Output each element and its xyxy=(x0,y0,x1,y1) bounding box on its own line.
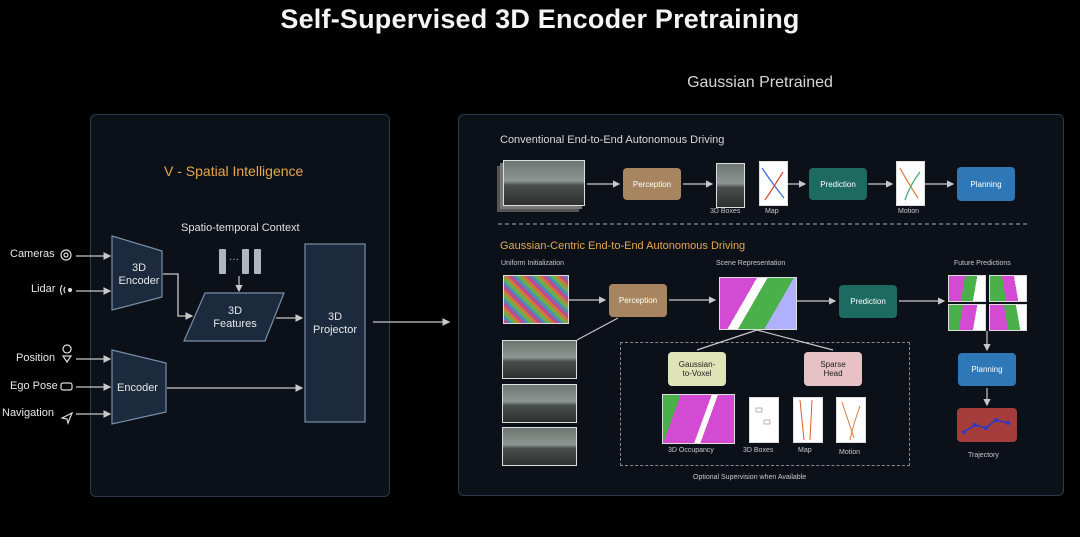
encoder-3d-shape xyxy=(111,235,163,311)
features-3d-shape xyxy=(183,292,285,342)
sparse-motion-label: Motion xyxy=(839,449,861,456)
future-pred-image-2 xyxy=(989,275,1027,302)
conventional-prediction-node: Prediction xyxy=(809,168,867,200)
lidar-icon xyxy=(59,284,73,296)
page-title: Self-Supervised 3D Encoder Pretraining xyxy=(280,4,800,34)
conventional-perception-node: Perception xyxy=(623,168,681,200)
trajectory-label: Trajectory xyxy=(968,452,999,459)
camera-image-3 xyxy=(502,427,577,466)
input-ego-pose: Ego Pose xyxy=(10,380,58,392)
encoder-3d-label: 3D Encoder xyxy=(118,262,160,287)
projector-3d-shape xyxy=(304,243,366,423)
gaussian-prediction-node: Prediction xyxy=(839,285,897,318)
encoder-shape xyxy=(111,349,167,425)
future-pred-image-1 xyxy=(948,275,986,302)
uniform-init-image xyxy=(503,275,569,324)
gaussian-heading: Gaussian-Centric End-to-End Autonomous D… xyxy=(500,240,746,252)
features-3d-label: 3D Features xyxy=(213,305,257,330)
input-cameras: Cameras xyxy=(10,248,55,260)
future-pred-label: Future Predictions xyxy=(954,260,1011,267)
gaussian-to-voxel-label: Gaussian-to-Voxel xyxy=(678,360,716,378)
scene-rep-label: Scene Representation xyxy=(716,260,786,267)
optional-supervision-box xyxy=(620,342,910,466)
context-dots: ··· xyxy=(229,254,239,265)
context-token-2 xyxy=(242,249,249,274)
scene-rep-image xyxy=(719,277,797,330)
occupancy-image xyxy=(662,394,735,444)
sparse-boxes-label: 3D Boxes xyxy=(743,447,774,454)
camera-image-1 xyxy=(502,340,577,379)
input-position: Position xyxy=(16,352,56,364)
camera-icon xyxy=(60,249,72,261)
projector-3d-label: 3D Projector xyxy=(312,311,358,336)
future-pred-image-4 xyxy=(989,304,1027,331)
right-caption: Gaussian Pretrained xyxy=(687,74,833,91)
future-pred-image-3 xyxy=(948,304,986,331)
encoder-label: Encoder xyxy=(117,382,158,394)
car-icon xyxy=(60,382,73,391)
gaussian-planning-node: Planning xyxy=(958,353,1016,386)
gaussian-to-voxel-node: Gaussian-to-Voxel xyxy=(668,352,726,386)
gaussian-perception-node: Perception xyxy=(609,284,667,317)
occupancy-label: 3D Occupancy xyxy=(668,447,714,454)
input-lidar: Lidar xyxy=(31,283,56,295)
conventional-motion-label: Motion xyxy=(898,208,920,215)
sparse-head-node: Sparse Head xyxy=(804,352,862,386)
conventional-camera-image xyxy=(503,160,585,206)
sparse-map-label: Map xyxy=(798,447,812,454)
context-token-1 xyxy=(219,249,226,274)
uniform-init-label: Uniform Initialization xyxy=(501,260,565,267)
camera-image-2 xyxy=(502,384,577,423)
trajectory-node xyxy=(957,408,1017,442)
conventional-planning-node: Planning xyxy=(957,167,1015,201)
context-token-3 xyxy=(254,249,261,274)
conventional-heading: Conventional End-to-End Autonomous Drivi… xyxy=(500,134,725,146)
conventional-map-image xyxy=(759,161,788,206)
conventional-boxes-image xyxy=(716,163,745,208)
sparse-head-label: Sparse Head xyxy=(820,360,846,378)
pin-icon xyxy=(61,344,73,364)
sparse-map-image xyxy=(793,397,823,443)
input-navigation: Navigation xyxy=(2,407,54,419)
conventional-boxes-label: 3D Boxes xyxy=(710,208,741,215)
optional-supervision-label: Optional Supervision when Available xyxy=(693,474,807,481)
navigation-icon xyxy=(60,411,74,425)
left-panel-heading: V - Spatial Intelligence xyxy=(164,163,304,179)
conventional-map-label: Map xyxy=(765,208,779,215)
context-label: Spatio-temporal Context xyxy=(181,222,300,234)
